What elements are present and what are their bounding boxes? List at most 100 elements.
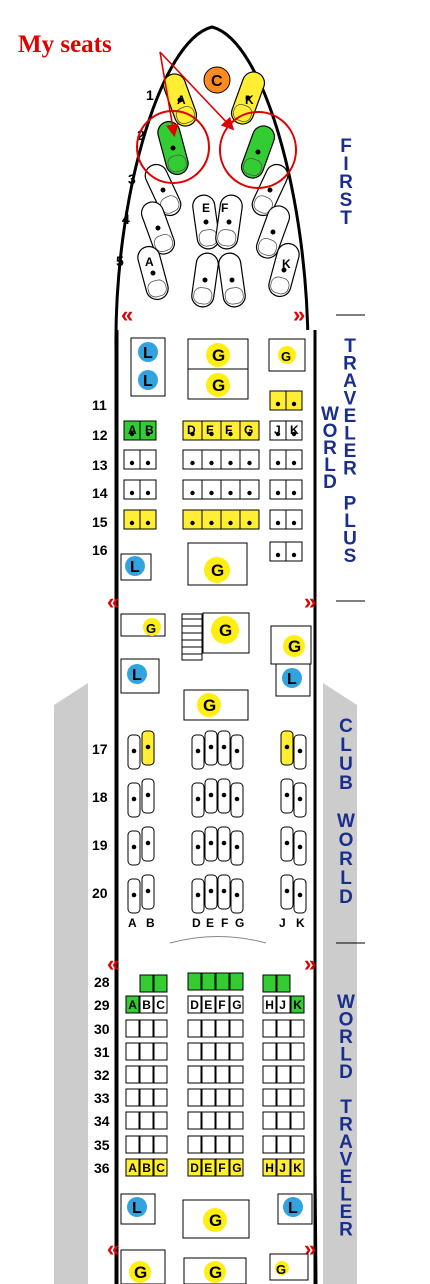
seat-36C[interactable]: C xyxy=(153,1158,168,1177)
seat-19J[interactable] xyxy=(280,826,294,862)
seat-33H[interactable] xyxy=(262,1088,277,1107)
row-28-seat[interactable] xyxy=(215,972,230,991)
seat-31C[interactable] xyxy=(153,1042,168,1061)
seat-17A[interactable] xyxy=(127,734,141,770)
row-12-AB-seats[interactable] xyxy=(123,420,157,441)
seat-34F[interactable] xyxy=(215,1111,230,1130)
seat-5A[interactable] xyxy=(135,244,170,302)
seat-29F[interactable]: F xyxy=(215,995,230,1014)
seat-32C[interactable] xyxy=(153,1065,168,1084)
seat-34J[interactable] xyxy=(276,1111,291,1130)
seat-31A[interactable] xyxy=(125,1042,140,1061)
seat-35G[interactable] xyxy=(229,1135,244,1154)
seat-30G[interactable] xyxy=(229,1019,244,1038)
crew-seat[interactable] xyxy=(203,66,231,94)
seat-17J[interactable] xyxy=(280,730,294,766)
seat-30A[interactable] xyxy=(125,1019,140,1038)
seat-18F[interactable] xyxy=(217,778,231,814)
seat-30B[interactable] xyxy=(139,1019,154,1038)
seat-30H[interactable] xyxy=(262,1019,277,1038)
row-28-seat[interactable] xyxy=(229,972,244,991)
seat-31K[interactable] xyxy=(290,1042,305,1061)
seat-36K[interactable]: K xyxy=(290,1158,305,1177)
seat-20G[interactable] xyxy=(230,878,244,914)
seat-5K[interactable] xyxy=(266,241,301,299)
seat-19F[interactable] xyxy=(217,826,231,862)
seat-34A[interactable] xyxy=(125,1111,140,1130)
seat-36G[interactable]: G xyxy=(229,1158,244,1177)
seat-32H[interactable] xyxy=(262,1065,277,1084)
seat-35D[interactable] xyxy=(187,1135,202,1154)
seat-18A[interactable] xyxy=(127,782,141,818)
row-13-AB-seats[interactable] xyxy=(123,449,157,470)
seat-32E[interactable] xyxy=(201,1065,216,1084)
row-13-DEFG-seats[interactable] xyxy=(182,449,260,470)
seat-1A[interactable] xyxy=(160,71,199,129)
row-28-seat[interactable] xyxy=(153,974,168,993)
seat-35J[interactable] xyxy=(276,1135,291,1154)
seat-30K[interactable] xyxy=(290,1019,305,1038)
seat-35C[interactable] xyxy=(153,1135,168,1154)
row-16-JK-seats[interactable] xyxy=(269,541,303,562)
seat-3F[interactable] xyxy=(214,194,243,251)
seat-35B[interactable] xyxy=(139,1135,154,1154)
row-12-DEFG-seats[interactable] xyxy=(182,420,260,441)
seat-34C[interactable] xyxy=(153,1111,168,1130)
row-28-seat[interactable] xyxy=(201,972,216,991)
seat-31J[interactable] xyxy=(276,1042,291,1061)
row-28-seat[interactable] xyxy=(276,974,291,993)
seat-20F[interactable] xyxy=(217,874,231,910)
seat-33F[interactable] xyxy=(215,1088,230,1107)
seat-18D[interactable] xyxy=(191,782,205,818)
seat-30F[interactable] xyxy=(215,1019,230,1038)
seat-33A[interactable] xyxy=(125,1088,140,1107)
seat-33D[interactable] xyxy=(187,1088,202,1107)
seat-2A[interactable] xyxy=(155,119,190,177)
seat-17B[interactable] xyxy=(141,730,155,766)
seat-33J[interactable] xyxy=(276,1088,291,1107)
seat-18E[interactable] xyxy=(204,778,218,814)
row-13-JK-seats[interactable] xyxy=(269,449,303,470)
seat-36E[interactable]: E xyxy=(201,1158,216,1177)
seat-33E[interactable] xyxy=(201,1088,216,1107)
row-15-AB-seats[interactable] xyxy=(123,509,157,530)
row-14-DEFG-seats[interactable] xyxy=(182,479,260,500)
seat-32G[interactable] xyxy=(229,1065,244,1084)
seat-34B[interactable] xyxy=(139,1111,154,1130)
seat-29D[interactable]: D xyxy=(187,995,202,1014)
seat-32J[interactable] xyxy=(276,1065,291,1084)
seat-32D[interactable] xyxy=(187,1065,202,1084)
seat-17K[interactable] xyxy=(293,734,307,770)
seat-30E[interactable] xyxy=(201,1019,216,1038)
seat-2K[interactable] xyxy=(238,123,277,181)
seat-29G[interactable]: G xyxy=(229,995,244,1014)
seat-19G[interactable] xyxy=(230,830,244,866)
seat-36F[interactable]: F xyxy=(215,1158,230,1177)
seat-34E[interactable] xyxy=(201,1111,216,1130)
seat-17G[interactable] xyxy=(230,734,244,770)
seat-32B[interactable] xyxy=(139,1065,154,1084)
seat-29K[interactable]: K xyxy=(290,995,305,1014)
seat-31E[interactable] xyxy=(201,1042,216,1061)
seat-36H[interactable]: H xyxy=(262,1158,277,1177)
seat-29H[interactable]: H xyxy=(262,995,277,1014)
seat-5F[interactable] xyxy=(217,252,246,309)
seat-31H[interactable] xyxy=(262,1042,277,1061)
seat-35H[interactable] xyxy=(262,1135,277,1154)
row-12-JK-seats[interactable] xyxy=(269,420,303,441)
row-28-seat[interactable] xyxy=(139,974,154,993)
seat-35K[interactable] xyxy=(290,1135,305,1154)
seat-17E[interactable] xyxy=(204,730,218,766)
row-15-DEFG-seats[interactable] xyxy=(182,509,260,530)
seat-33K[interactable] xyxy=(290,1088,305,1107)
seat-19K[interactable] xyxy=(293,830,307,866)
seat-29C[interactable]: C xyxy=(153,995,168,1014)
seat-30D[interactable] xyxy=(187,1019,202,1038)
seat-17F[interactable] xyxy=(217,730,231,766)
row-28-seat[interactable] xyxy=(262,974,277,993)
seat-35E[interactable] xyxy=(201,1135,216,1154)
seat-34H[interactable] xyxy=(262,1111,277,1130)
seat-36A[interactable]: A xyxy=(125,1158,140,1177)
seat-30C[interactable] xyxy=(153,1019,168,1038)
seat-35F[interactable] xyxy=(215,1135,230,1154)
